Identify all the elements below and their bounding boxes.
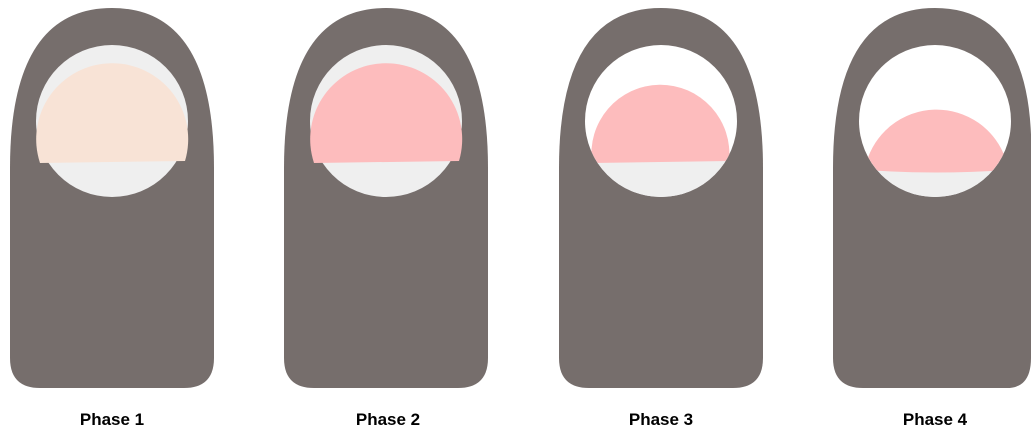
finger-phase-3 xyxy=(559,8,763,388)
phase-4-label: Phase 4 xyxy=(875,410,995,430)
phase-2-label: Phase 2 xyxy=(328,410,448,430)
finger-phase-1 xyxy=(10,8,214,388)
finger-phase-2 xyxy=(284,8,488,388)
phase-3-label: Phase 3 xyxy=(601,410,721,430)
finger-phase-4 xyxy=(833,8,1031,388)
phase-1-label: Phase 1 xyxy=(52,410,172,430)
